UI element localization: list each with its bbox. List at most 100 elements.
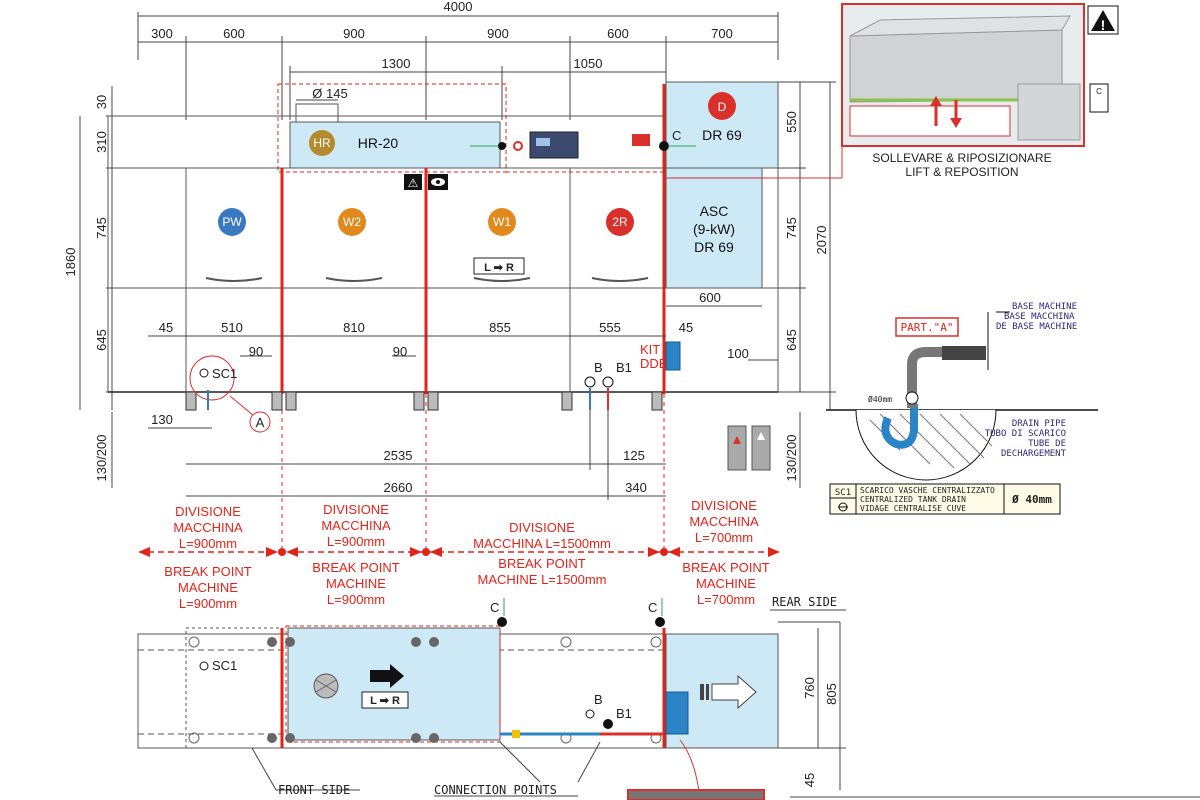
legend-diameter: Ø 40mm xyxy=(1011,493,1052,506)
w1-badge xyxy=(488,208,516,236)
direction-label: L ➡ R xyxy=(484,262,514,274)
detail-base-1: BASE MACHINE xyxy=(1012,302,1077,312)
dim-855: 855 xyxy=(489,320,511,335)
dim-90-right: 90 xyxy=(393,344,407,359)
dim-right-550: 550 xyxy=(784,111,799,133)
connection-points-label: CONNECTION POINTS xyxy=(434,783,557,797)
dim-90-left: 90 xyxy=(249,344,263,359)
legend-line-1: SCARICO VASCHE CENTRALIZZATO xyxy=(860,486,995,495)
division-3-en-1: BREAK POINT xyxy=(498,556,585,571)
legend-line-3: VIDAGE CENTRALISE CUVE xyxy=(860,504,966,513)
dim-plan-760: 760 xyxy=(802,677,817,699)
w2-badge-label: W2 xyxy=(343,215,361,229)
valve-graphic-icon xyxy=(727,425,771,471)
detail-base-2: BASE MACCHINA xyxy=(1004,312,1075,322)
division-4-it-1: DIVISIONE xyxy=(691,498,757,513)
feet xyxy=(185,391,663,411)
dim-seg-6: 700 xyxy=(711,26,733,41)
detail-drain-1: DRAIN PIPE xyxy=(1012,419,1066,429)
inset-side-legend xyxy=(1089,83,1109,113)
dim-left-30: 30 xyxy=(94,95,109,109)
asc-label-1: ASC xyxy=(700,203,729,219)
valve-icon xyxy=(632,134,650,146)
division-1-it-3: L=900mm xyxy=(179,536,237,551)
division-4-en-3: L=700mm xyxy=(697,592,755,607)
d-badge-label: D xyxy=(718,100,727,114)
detail-a-label: A xyxy=(256,415,265,430)
hr-diameter: Ø 145 xyxy=(312,86,347,101)
division-2-it-1: DIVISIONE xyxy=(323,502,389,517)
division-arrows xyxy=(138,547,780,557)
top-dimensions xyxy=(137,12,779,120)
break-lines-dashed xyxy=(281,394,665,552)
break-lines xyxy=(280,84,666,394)
kit-label-2: DDE xyxy=(640,356,668,371)
detail-a xyxy=(826,311,1098,481)
inset-side-note: C xyxy=(1096,87,1102,96)
detail-drain-4: DECHARGEMENT xyxy=(1001,449,1067,459)
partial-box-bottom xyxy=(627,789,765,800)
dim-1300: 1300 xyxy=(382,56,411,71)
dim-130: 130 xyxy=(151,412,173,427)
w1-badge-label: W1 xyxy=(493,215,511,229)
division-1-en-2: MACHINE xyxy=(178,580,238,595)
dim-45-right: 45 xyxy=(679,320,693,335)
connection-c-point xyxy=(659,141,669,151)
dim-left-1860: 1860 xyxy=(63,248,78,277)
division-3-it-1: DIVISIONE xyxy=(509,520,575,535)
division-1: DIVISIONE MACCHINA L=900mm BREAK POINT M… xyxy=(164,504,251,611)
division-4-en-2: MACHINE xyxy=(696,576,756,591)
division-3: DIVISIONE MACCHINA L=1500mm BREAK POINT … xyxy=(473,520,611,587)
d-badge xyxy=(708,92,736,120)
pw-badge-label: PW xyxy=(222,215,242,229)
dim-right-745: 745 xyxy=(784,217,799,239)
detail-a-marker xyxy=(249,411,271,433)
dim-seg-2: 600 xyxy=(223,26,245,41)
dim-plan-45: 45 xyxy=(802,773,817,787)
dim-45-left: 45 xyxy=(159,320,173,335)
inset-caption-it: SOLLEVARE & RIPOSIZIONARE xyxy=(872,151,1051,165)
division-2-it-3: L=900mm xyxy=(327,534,385,549)
front-side-label: FRONT SIDE xyxy=(278,783,350,797)
dim-seg-1: 300 xyxy=(151,26,173,41)
detail-drain-2: TUBO DI SCARICO xyxy=(985,429,1066,439)
kit-dde-icon xyxy=(665,341,681,371)
division-1-en-1: BREAK POINT xyxy=(164,564,251,579)
dim-right-130-200: 130/200 xyxy=(784,435,799,482)
division-1-it-2: MACCHINA xyxy=(173,520,243,535)
dim-2660: 2660 xyxy=(384,480,413,495)
dim-plan-805: 805 xyxy=(824,683,839,705)
asc-label-2: (9-kW) xyxy=(693,221,735,237)
warning-sign-glyph: ! xyxy=(1101,17,1106,33)
asc-label-3: DR 69 xyxy=(694,239,734,255)
dim-100: 100 xyxy=(727,346,749,361)
dim-seg-5: 600 xyxy=(607,26,629,41)
machine-body xyxy=(107,81,779,393)
2r-badge-label: 2R xyxy=(612,215,628,229)
plan-b1-label: B1 xyxy=(616,706,632,721)
sc1-legend xyxy=(829,483,1061,515)
division-4: DIVISIONE MACCHINA L=700mm BREAK POINT M… xyxy=(682,498,769,607)
dim-total-width: 4000 xyxy=(444,0,473,14)
warning-icon xyxy=(404,174,422,190)
dim-seg-3: 900 xyxy=(343,26,365,41)
hr-badge-label: HR xyxy=(313,136,331,150)
division-2-it-2: MACCHINA xyxy=(321,518,391,533)
dim-right-645: 645 xyxy=(784,329,799,351)
dim-510: 510 xyxy=(221,320,243,335)
pw-badge xyxy=(218,208,246,236)
b1-label: B1 xyxy=(616,360,632,375)
division-3-it-2: MACCHINA L=1500mm xyxy=(473,536,611,551)
division-2-en-2: MACHINE xyxy=(326,576,386,591)
division-1-en-3: L=900mm xyxy=(179,596,237,611)
division-3-en-2: MACHINE L=1500mm xyxy=(478,572,607,587)
division-1-it-1: DIVISIONE xyxy=(175,504,241,519)
dim-340: 340 xyxy=(625,480,647,495)
lift-inset xyxy=(664,3,1085,179)
rear-side-label: REAR SIDE xyxy=(772,595,837,609)
dim-810: 810 xyxy=(343,320,365,335)
plan-sc1-label: SC1 xyxy=(212,658,237,673)
dim-2535: 2535 xyxy=(384,448,413,463)
division-2: DIVISIONE MACCHINA L=900mm BREAK POINT M… xyxy=(312,502,399,607)
